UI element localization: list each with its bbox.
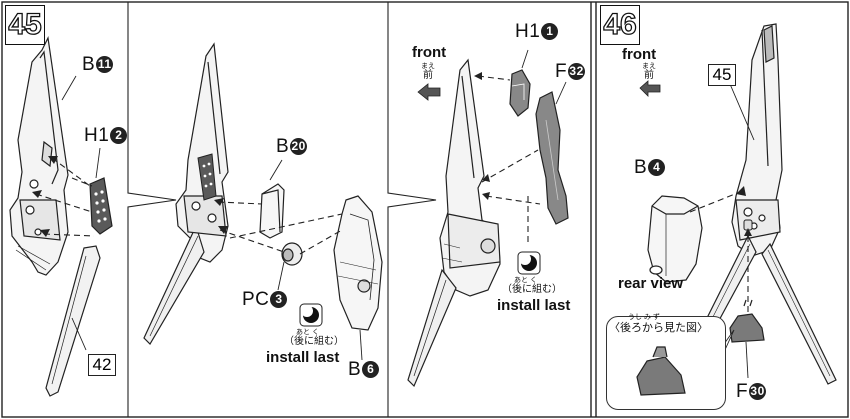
panel3-front-ruby: まえ (421, 63, 435, 70)
panel4-arrows (736, 186, 752, 236)
part-letter: B (348, 359, 362, 380)
f30-rear-view-shape (636, 356, 686, 396)
part-letter: PC (242, 289, 270, 310)
panel4-ref-box-45: 45 (708, 64, 736, 86)
part-number-badge: 4 (648, 159, 666, 176)
panel4-callout-title: 〈後ろから見た図〉 (609, 322, 708, 334)
panel3-h1-part (509, 69, 531, 117)
panel1-guides (35, 157, 95, 237)
panel2-guides (217, 201, 343, 255)
panel1-ref-box-42: 42 (88, 354, 116, 376)
panel4-f30-part (729, 299, 765, 343)
callout-part-drawing (636, 346, 686, 396)
panel3-wing-assembly (407, 58, 501, 388)
part-number-badge: 3 (270, 291, 288, 308)
panel3-install-last-icon (517, 251, 541, 275)
panel3-front-jp: 前 (423, 70, 433, 81)
part-letter: B (82, 54, 96, 75)
panel3-front-label: front (412, 44, 447, 61)
panel2-arrows (214, 198, 228, 234)
panel4-front-ruby: まえ (642, 63, 656, 70)
f30-rear-view-tab (652, 346, 668, 358)
part-number-badge: 1 (541, 23, 559, 40)
panel1-h1-part (89, 177, 113, 235)
panel3-install-ruby: あと く (514, 277, 537, 284)
panel4-front-label: front (622, 46, 657, 63)
step-number-45: 45 (5, 5, 45, 45)
panel4-front-jp: 前 (644, 70, 654, 81)
panel2-install-note-jp: （後に組む） (284, 336, 344, 347)
part-number-badge: 20 (290, 138, 308, 155)
part-number-badge: 11 (96, 56, 114, 73)
part-number-badge: 6 (362, 361, 380, 378)
part-number-badge: 30 (749, 383, 767, 400)
panel1-arrows (32, 156, 58, 237)
part-letter: B (634, 157, 648, 178)
panel2-insert (197, 153, 217, 201)
panel4-callout-ruby: うし み ず (628, 314, 660, 321)
part-letter: B (276, 136, 290, 157)
part-number-badge: 2 (110, 127, 128, 144)
part-letter: F (736, 381, 749, 402)
part-letter: F (555, 61, 568, 82)
part-number-badge: 32 (568, 63, 586, 80)
part-letter: H1 (515, 21, 541, 42)
panel4-guides (689, 191, 749, 312)
panel2-install-ruby: あと く (296, 329, 319, 336)
panel2-b20-part (259, 183, 285, 239)
panel3-guides (477, 75, 541, 246)
panel1-wing-assembly (9, 36, 69, 276)
step-number-46: 46 (600, 5, 640, 45)
panel3-f32-part (535, 91, 569, 225)
panel4-b4-part (647, 195, 703, 283)
panel3-install-note-jp: （後に組む） (502, 284, 562, 295)
panel2-b6-part (333, 195, 383, 331)
panel4-front-arrow (639, 80, 661, 97)
panel3-front-arrow (417, 83, 441, 101)
panel2-install-last-icon (299, 303, 323, 327)
panel2-wing-assembly (143, 42, 229, 345)
panel3-install-note-en: install last (497, 297, 571, 314)
panel2-pc3-part (281, 242, 303, 266)
panel4-rear-view-callout (606, 316, 726, 410)
panel4-rear-view-label: rear view (618, 275, 684, 292)
panel3-arrows (474, 72, 490, 200)
part-letter: H1 (84, 125, 110, 146)
panel2-install-note-en: install last (266, 349, 340, 366)
